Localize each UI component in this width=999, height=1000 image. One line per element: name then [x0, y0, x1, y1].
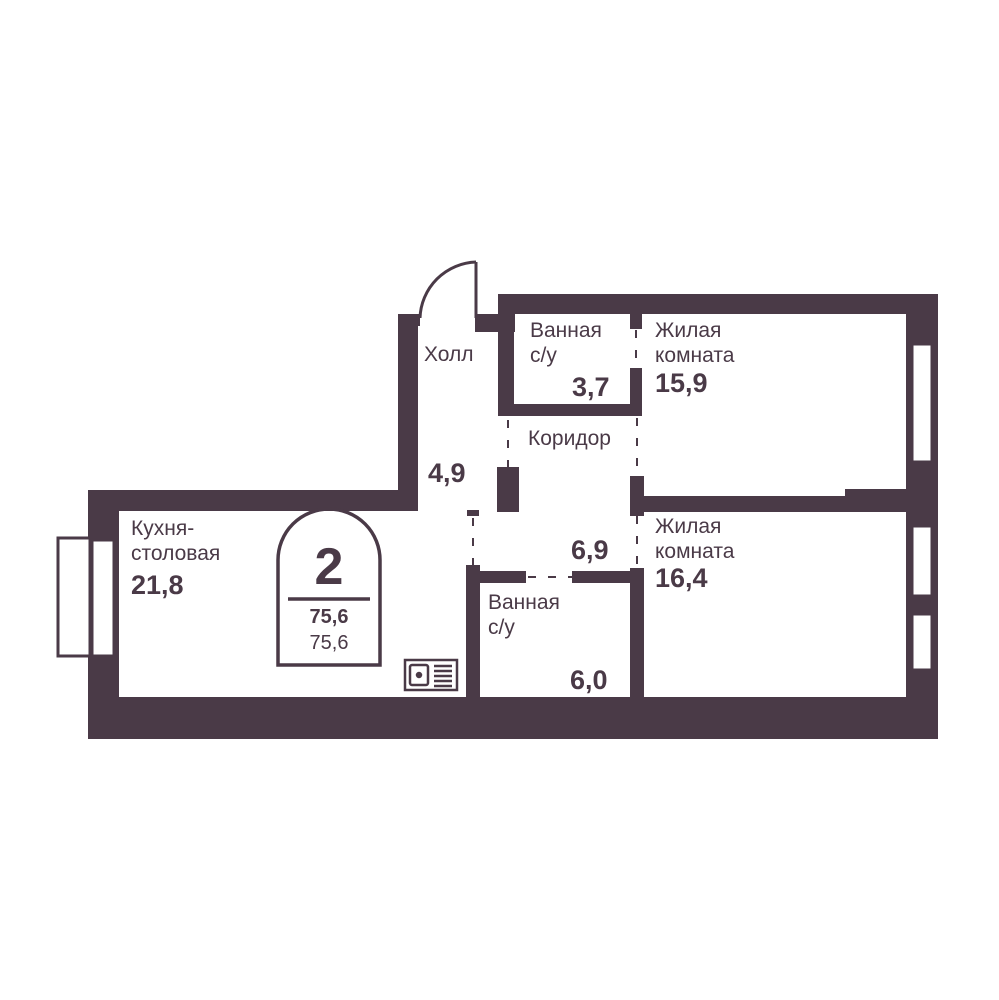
total-area: 75,6 — [309, 606, 349, 628]
bath2-label-line2: с/у — [488, 616, 515, 639]
living1-label-line2: комната — [655, 344, 735, 367]
wall-bottom — [88, 697, 938, 739]
wall-top — [498, 294, 938, 314]
kitchen-area: 21,8 — [131, 570, 184, 600]
kitchen-label-line2: столовая — [131, 542, 221, 565]
wall-bath2-top-left — [466, 571, 526, 583]
wall-bath1-bottom — [498, 404, 642, 416]
living1-label-line1: Жилая — [655, 319, 722, 342]
living1-area: 15,9 — [655, 368, 708, 398]
wall-kitchen-top — [88, 490, 418, 511]
window-right-bottom-a — [910, 524, 934, 598]
room-count: 2 — [314, 538, 344, 596]
window-right-top — [910, 342, 934, 464]
wall-hall-top — [398, 314, 420, 326]
wall-bath1-right-bottom — [630, 368, 642, 416]
room-badge-frame — [276, 507, 382, 667]
wall-bath1-left — [498, 294, 514, 416]
wall-living2-left — [630, 568, 644, 700]
bath2-area: 6,0 — [570, 665, 608, 695]
bath1-label-line2: с/у — [530, 344, 557, 367]
wall-bath2-left — [466, 565, 480, 700]
wall-hall-left — [398, 314, 418, 511]
window-right-bottom-b — [910, 612, 934, 672]
wall-bath2-top-right — [572, 571, 644, 583]
wall-hall-pillar — [497, 467, 519, 512]
entrance-door-icon — [418, 260, 477, 319]
corridor-area: 6,9 — [571, 535, 609, 565]
wall-rooms-divider-thick — [845, 489, 906, 512]
hall-label: Холл — [424, 343, 474, 366]
bath1-area: 3,7 — [572, 372, 610, 402]
sink-icon — [403, 658, 459, 692]
bath2-label-line1: Ванная — [488, 591, 560, 614]
bath1-label-line1: Ванная — [530, 319, 602, 342]
living2-label-line2: комната — [655, 540, 735, 563]
living2-area: 16,4 — [655, 563, 708, 593]
balcony-left — [56, 536, 92, 658]
wall-bath1-right-top — [630, 314, 642, 329]
wall-corridor-stub — [467, 510, 479, 516]
hall-area: 4,9 — [428, 458, 466, 488]
kitchen-label-line1: Кухня- — [131, 517, 195, 540]
living2-label-line1: Жилая — [655, 515, 722, 538]
living-area: 75,6 — [309, 632, 349, 654]
corridor-label: Коридор — [528, 427, 611, 450]
wall-rooms-divider — [630, 496, 906, 512]
window-left — [90, 538, 116, 658]
